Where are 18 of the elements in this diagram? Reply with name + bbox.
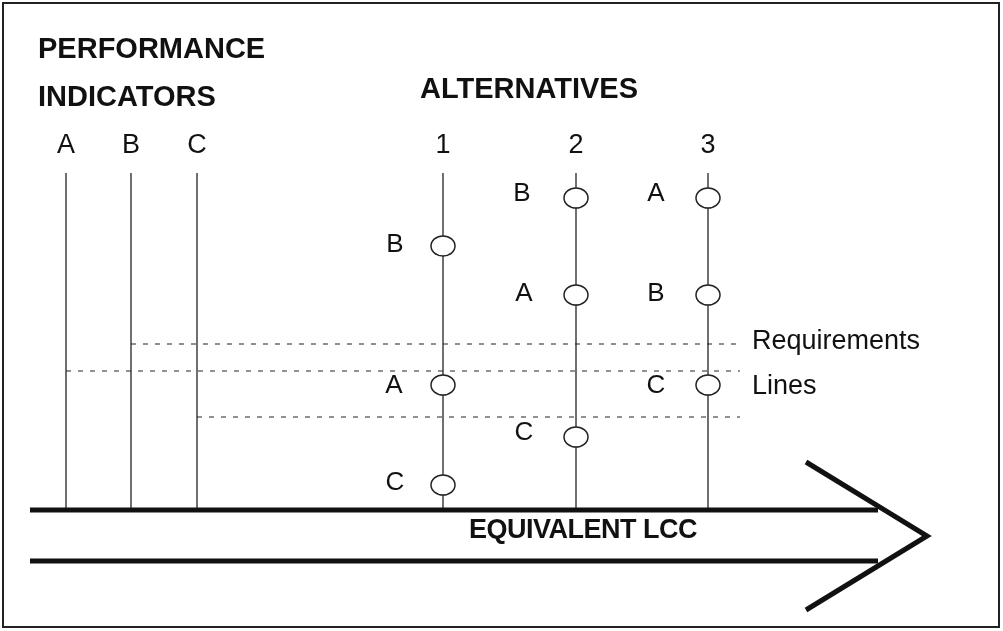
heading: PERFORMANCE INDICATORS: [38, 31, 267, 114]
alternative-number: 3: [700, 130, 716, 160]
marker-label: B: [647, 277, 665, 307]
alternative-number: 1: [435, 130, 451, 160]
marker-label: C: [514, 416, 534, 446]
annotation: Requirements Lines: [752, 324, 922, 402]
marker-label: B: [513, 177, 531, 207]
indicator-letter: B: [122, 130, 140, 160]
heading: ALTERNATIVES: [420, 73, 639, 105]
indicator-letter: A: [57, 130, 75, 160]
marker-label: C: [646, 369, 666, 399]
marker-label: A: [385, 369, 403, 399]
alternative-number: 2: [568, 130, 584, 160]
marker-label: A: [647, 177, 665, 207]
indicator-letter: C: [187, 130, 207, 160]
marker-label: A: [515, 277, 533, 307]
marker-label: C: [385, 466, 405, 496]
marker-label: B: [386, 228, 404, 258]
